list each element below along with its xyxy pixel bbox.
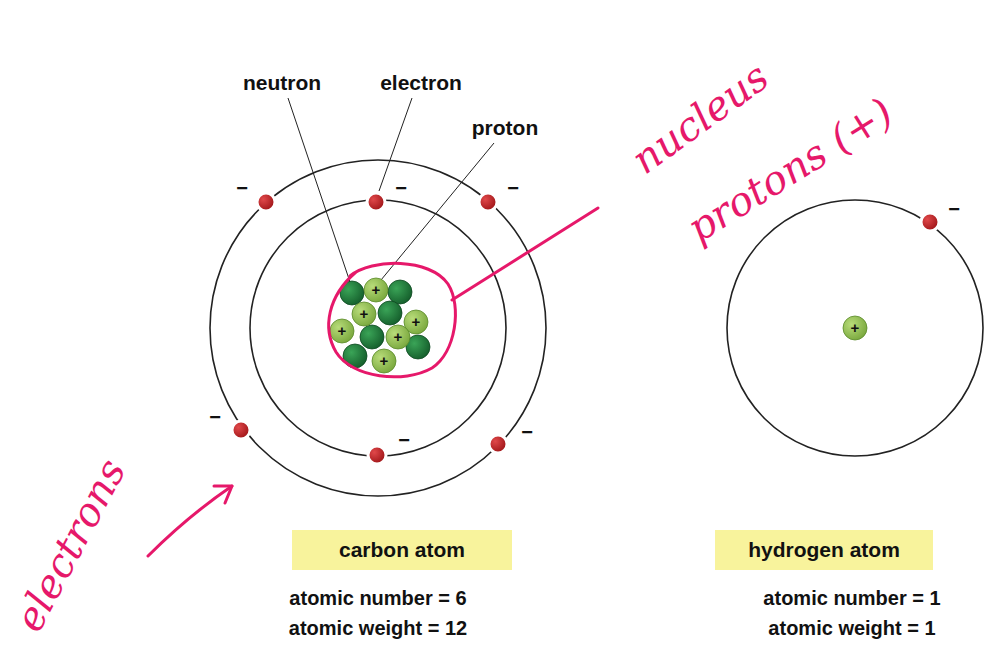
annotation-line [452,208,598,300]
annotation-circle [329,263,456,376]
protons-group [330,278,867,373]
atom-property: atomic weight = 12 [289,617,467,640]
proton-ball [843,316,867,340]
outer-shell [210,160,546,496]
caption-text: hydrogen atom [748,538,900,562]
neutron-ball [378,301,402,325]
electron-ball [232,421,250,439]
electron-ball [479,193,497,211]
charge-sign: − [948,198,960,221]
electron-ball [257,193,275,211]
charge-sign: + [394,328,403,345]
neutron-ball [388,280,412,304]
hydrogen-shell [727,200,983,456]
proton-ball [352,302,376,326]
proton-ball [364,278,388,302]
caption-text: carbon atom [339,538,465,562]
caption-box: carbon atom [292,530,512,570]
charge-sign: + [851,319,860,336]
charge-sign: − [395,177,407,200]
proton-ball [330,319,354,343]
electron-ball [921,213,939,231]
handwritten-note: nucleus [623,53,777,182]
charge-sign: − [507,177,519,200]
charge-sign: − [521,421,533,444]
charge-sign: + [412,313,421,330]
charge-sign: + [360,305,369,322]
leader-line [288,98,350,282]
part-label: proton [472,116,538,140]
leader-line [381,143,494,280]
neutron-ball [360,325,384,349]
arrow-head [214,486,232,503]
handwritten-note: electrons [6,451,135,639]
caption-box: hydrogen atom [715,530,933,570]
part-label: electron [380,71,462,95]
charge-sign: − [398,429,410,452]
electron-ball [367,193,385,211]
electron-ball [368,446,386,464]
annotation-arrow [148,486,232,556]
atom-property: atomic number = 1 [763,587,940,610]
proton-ball [372,349,396,373]
charge-sign: + [372,281,381,298]
part-label: neutron [243,71,321,95]
charge-sign: − [209,406,221,429]
atom-property: atomic number = 6 [289,587,466,610]
electron-ball [489,435,507,453]
electrons-group [232,193,939,464]
inner-shell [250,200,506,456]
charge-sign: + [380,352,389,369]
charge-sign: − [236,177,248,200]
charge-sign: + [338,322,347,339]
atom-property: atomic weight = 1 [768,617,935,640]
proton-ball [386,325,410,349]
